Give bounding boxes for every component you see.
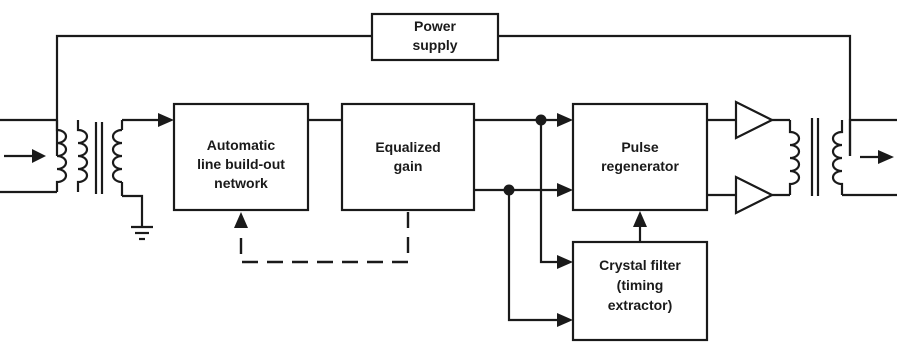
arrow-icon: [557, 313, 573, 327]
timing-signal-path: [633, 211, 647, 242]
pulse-regenerator-label-line-2: regenerator: [601, 158, 679, 174]
crystal-filter-label-line-1: Crystal filter: [599, 257, 681, 273]
arrow-icon: [557, 255, 573, 269]
output-line: [842, 118, 897, 197]
output-arrow-icon: [878, 150, 894, 164]
arrow-icon: [557, 183, 573, 197]
power-supply-label-line-1: Power: [414, 18, 457, 34]
ground-symbol-icon: [122, 194, 153, 241]
pulse-regenerator-label-line-1: Pulse: [621, 139, 659, 155]
pulse-regenerator-block: Pulse regenerator: [571, 102, 709, 212]
amplifier-triangle-icon: [734, 100, 775, 140]
power-supply-label-line-2: supply: [412, 37, 457, 53]
line-build-out-label-line-2: line build-out: [197, 156, 285, 172]
gain-to-regenerator-wiring: [474, 113, 573, 327]
power-supply-loop: [55, 34, 852, 156]
input-transformer: [76, 113, 174, 196]
output-transformer: [788, 118, 844, 196]
power-supply-block: Power supply: [370, 12, 500, 62]
arrow-icon: [633, 211, 647, 227]
equalized-gain-label-line-2: gain: [394, 158, 423, 174]
crystal-filter-label-line-2: (timing: [617, 277, 664, 293]
arrow-icon: [557, 113, 573, 127]
output-amplifier-upper: [707, 100, 790, 140]
agc-feedback-loop: [234, 212, 410, 264]
amplifier-triangle-icon: [734, 175, 775, 215]
crystal-filter-label-line-3: extractor): [608, 297, 673, 313]
line-build-out-label-line-3: network: [214, 175, 268, 191]
arrow-icon: [158, 113, 174, 127]
equalized-gain-label-line-1: Equalized: [375, 139, 440, 155]
output-amplifier-lower: [707, 175, 790, 215]
input-arrow-icon: [32, 149, 46, 163]
crystal-filter-block: Crystal filter (timing extractor): [571, 240, 709, 342]
equalized-gain-block: Equalized gain: [340, 102, 476, 212]
line-build-out-label-line-1: Automatic: [207, 137, 276, 153]
line-build-out-block: Automatic line build-out network: [172, 102, 310, 212]
feedback-arrow-icon: [234, 212, 248, 228]
input-line: [0, 118, 68, 194]
